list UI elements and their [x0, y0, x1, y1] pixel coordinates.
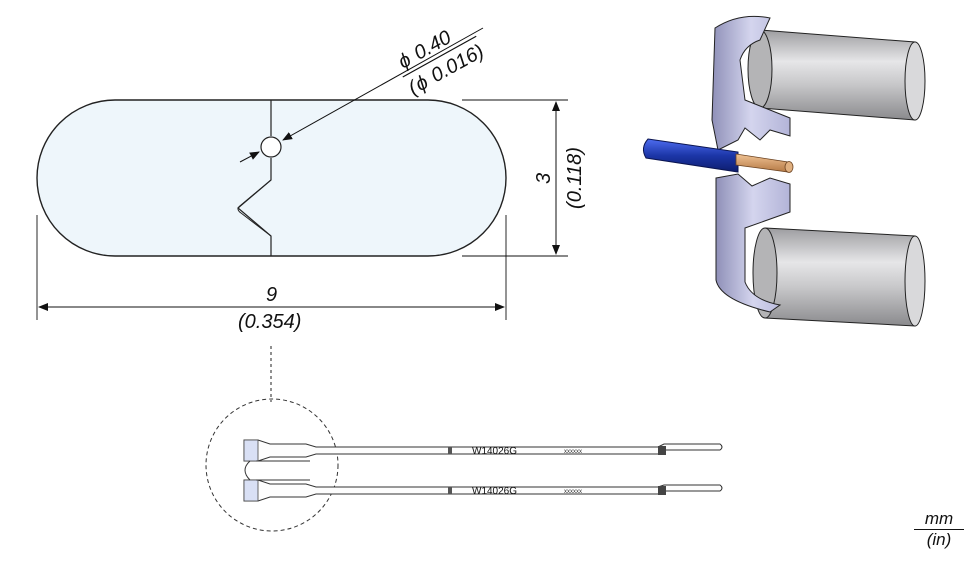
- width-mm: 9: [266, 284, 277, 306]
- height-mm: 3: [533, 173, 555, 184]
- height-dimension: 3 (0.118): [462, 99, 586, 257]
- height-in: (0.118): [564, 147, 586, 209]
- tip-face-outline: [36, 99, 507, 257]
- hole-diameter-mm-symbol: ϕ: [395, 49, 415, 74]
- part-number-lower: W14026G: [472, 486, 517, 497]
- serial-code-lower: xxxxxx: [564, 489, 582, 495]
- wire-hole: [260, 136, 282, 158]
- units-in: (in): [926, 530, 952, 549]
- tip-slit-notch: [237, 179, 272, 237]
- serial-code-upper: xxxxxx: [564, 449, 582, 455]
- width-dimension: 9 (0.354): [36, 215, 507, 333]
- detail-circle: [205, 398, 339, 532]
- units-legend: mm (in): [914, 510, 964, 550]
- tip-3d-illustration: [642, 15, 926, 327]
- part-number-upper: W14026G: [472, 446, 517, 457]
- units-mm: mm: [914, 510, 964, 530]
- tip-side-view: W14026G xxxxxx W14026G xxxxxx: [205, 398, 723, 532]
- width-in: (0.354): [238, 311, 301, 333]
